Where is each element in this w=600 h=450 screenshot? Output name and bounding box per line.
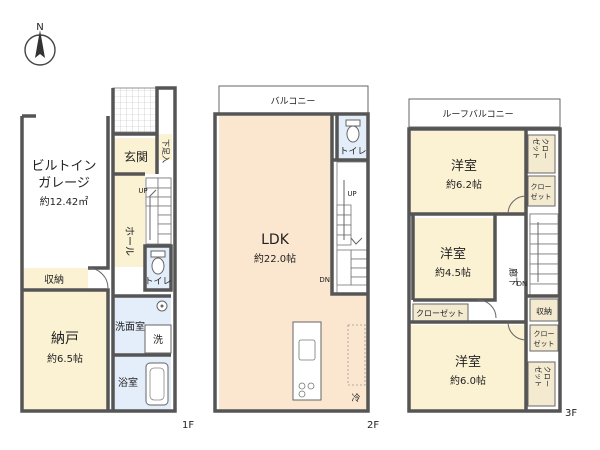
hall-label-1f: ホール [123, 226, 135, 256]
room-hall-1f[interactable] [113, 175, 145, 267]
shoe-label: 下足入 [161, 139, 170, 163]
walls-2f [213, 112, 370, 413]
garage-label-2: ガレージ [38, 176, 90, 191]
room-western-2[interactable] [413, 218, 495, 300]
up-label-1f: UP [138, 187, 147, 195]
shoe-cabinet[interactable] [157, 134, 172, 160]
porch-tiles [112, 87, 158, 133]
door-swing-3f-1 [477, 299, 497, 319]
toilet-fixture-1f[interactable] [150, 250, 166, 275]
hall-label-3f: 廊下 [507, 268, 519, 286]
garage-label-1: ビルトイン [31, 159, 96, 174]
storage-label-3f: 収納 [536, 306, 552, 316]
room3-area: 約6.0帖 [450, 374, 486, 387]
ldk-area: 約22.0帖 [254, 252, 296, 265]
room-entrance[interactable] [113, 138, 157, 174]
door-swing-nando [87, 267, 109, 289]
room2-area: 約4.5帖 [435, 266, 471, 279]
fridge-label: 冷 [351, 392, 360, 404]
toilet-label-1f: トイレ [144, 277, 171, 287]
washer-box[interactable] [144, 324, 172, 354]
floor-label-1f: 1F [182, 420, 194, 431]
closet-1[interactable] [527, 134, 556, 174]
closet5-label-b: ゼット [534, 366, 543, 387]
ldk-label: LDK [261, 232, 290, 248]
room-western-1[interactable] [409, 131, 526, 214]
compass: N [24, 22, 56, 66]
storage-label-1f: 収納 [44, 273, 64, 286]
storage-3f[interactable] [529, 298, 559, 322]
compass-needle-icon [35, 30, 45, 58]
staircase-1f[interactable] [145, 177, 172, 245]
toilet-label-2f: トイレ [339, 147, 366, 157]
roof-balcony[interactable] [408, 98, 561, 128]
bathtub[interactable] [145, 362, 169, 406]
back-shelf[interactable] [347, 324, 366, 386]
closet5-label-a: クロー [543, 366, 551, 387]
washroom-label: 洗面室 [115, 320, 145, 333]
nando-area: 約6.5帖 [47, 352, 83, 365]
balcony-2f[interactable] [218, 85, 369, 115]
kitchen-counter[interactable] [292, 321, 322, 401]
room2-label: 洋室 [440, 246, 466, 262]
storage-1f[interactable] [22, 268, 88, 290]
floor-2f: バルコニー LDK 約22.0帖 トイレ UP DN 冷 2F [213, 85, 379, 431]
closet2-label-a: クロー [531, 183, 552, 191]
balcony-label-2f: バルコニー [271, 96, 316, 107]
closet-5[interactable] [527, 361, 556, 407]
closet1-label-a: クロー [541, 138, 549, 159]
floor-3f: ルーフバルコニー 洋室 約6.2帖 洋室 約4.5帖 洋室 約6.0帖 クロー … [407, 98, 577, 419]
door-swing-3f-3 [507, 195, 527, 215]
bath-label: 浴室 [118, 376, 138, 389]
closet1-label-b: ゼット [532, 138, 541, 159]
north-label: N [36, 22, 43, 33]
nando-label: 納戸 [51, 331, 79, 347]
room1-label: 洋室 [451, 158, 477, 174]
walls-3f [407, 127, 562, 413]
closet4-label-a: クロー [534, 330, 555, 338]
closet-2[interactable] [527, 175, 556, 207]
staircase-3f[interactable] [529, 213, 559, 297]
entrance-label: 玄関 [124, 149, 148, 164]
room3-label: 洋室 [455, 354, 481, 370]
dn-label-3f: DN [517, 280, 528, 288]
floor-label-2f: 2F [367, 420, 379, 431]
dn-label-2f: DN [319, 276, 330, 284]
closet-4[interactable] [529, 324, 559, 352]
sink-1f[interactable] [156, 300, 168, 312]
closet2-label-b: ゼット [531, 192, 552, 201]
floor-1f: ビルトイン ガレージ 約12.42㎡ 玄関 下足入 UP ホール トイレ 収納 … [20, 86, 194, 431]
room1-area: 約6.2帖 [446, 178, 482, 191]
closet3-label: クローゼット [416, 308, 464, 318]
staircase-2f[interactable] [336, 161, 369, 295]
room-western-3[interactable] [409, 325, 526, 411]
garage-area: 約12.42㎡ [40, 195, 89, 208]
closet4-label-b: ゼット [534, 339, 555, 348]
walls-1f [20, 86, 177, 413]
washer-label: 洗 [153, 334, 163, 346]
floor-label-3f: 3F [565, 408, 577, 419]
room-nando[interactable] [22, 290, 108, 411]
up-label-2f: UP [347, 190, 356, 198]
door-swing-3f-2 [507, 321, 527, 341]
toilet-fixture-2f[interactable] [345, 119, 361, 143]
roof-balcony-label: ルーフバルコニー [442, 109, 513, 120]
